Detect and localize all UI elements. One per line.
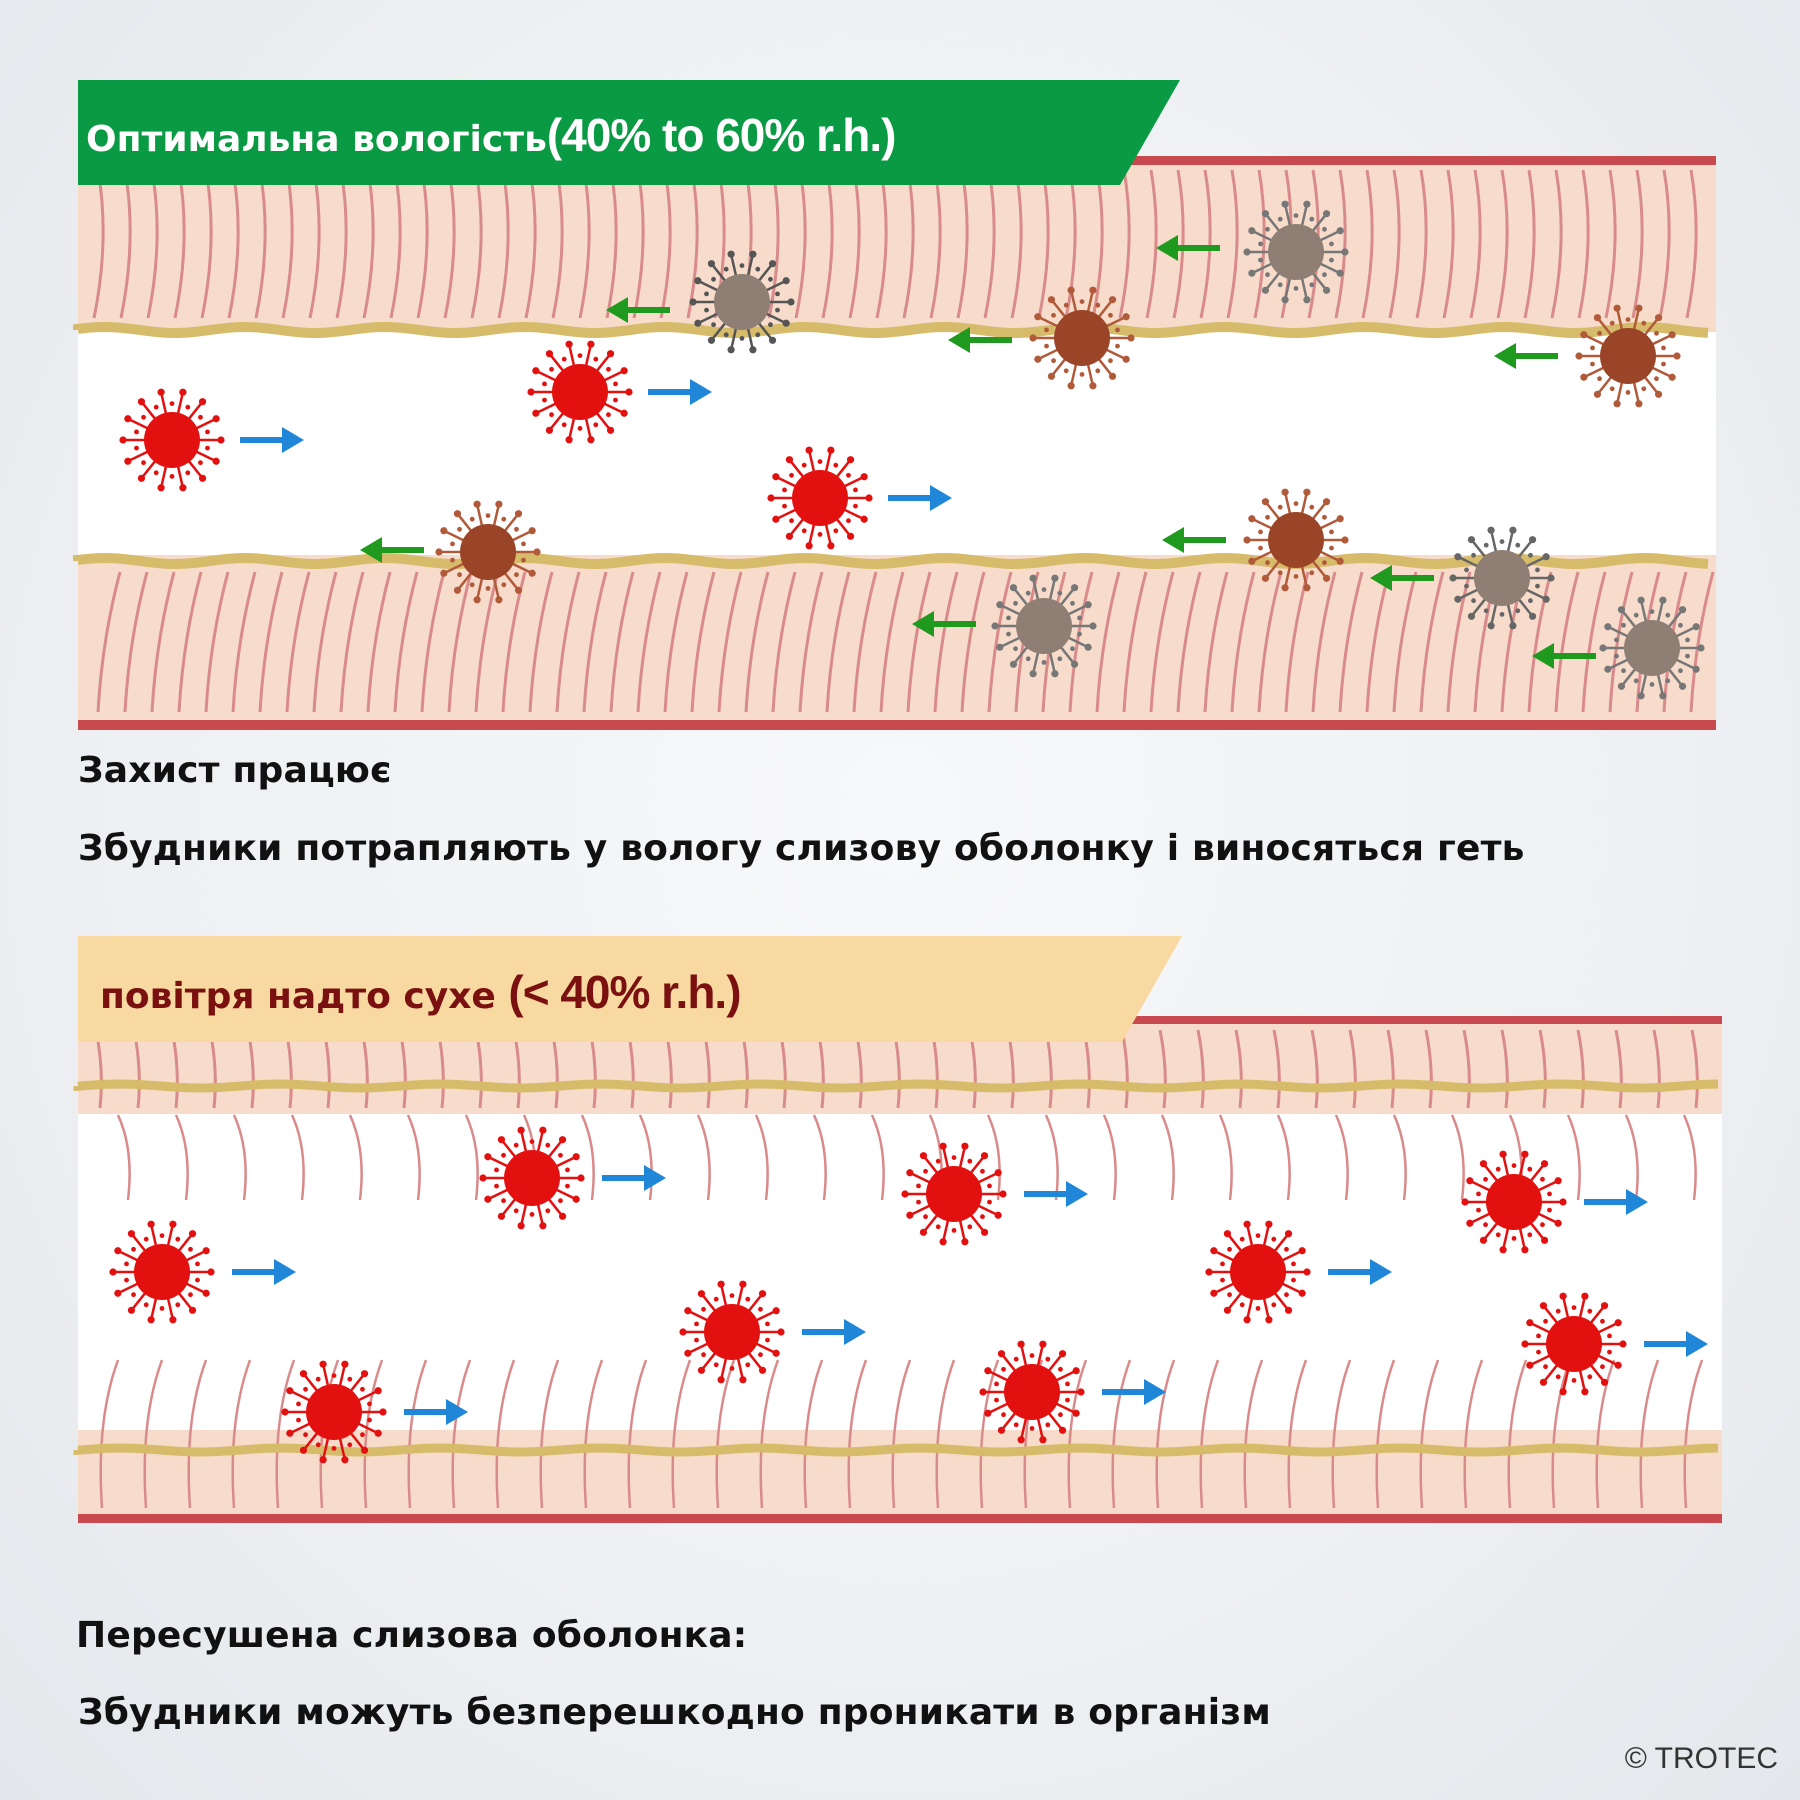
virus-icon xyxy=(527,340,633,444)
arrow-left-icon xyxy=(1370,565,1434,591)
virus-icon xyxy=(1029,286,1135,390)
virus-icon xyxy=(991,574,1097,678)
virus-icon xyxy=(767,446,873,550)
virus-icon xyxy=(281,1360,387,1464)
arrow-left-icon xyxy=(1532,643,1596,669)
upper-mucous-tissue xyxy=(78,156,1716,557)
humidity-banner xyxy=(78,80,1180,185)
arrow-left-icon xyxy=(606,297,670,323)
virus-icon xyxy=(1243,488,1349,592)
arrow-left-icon xyxy=(1162,527,1226,553)
mucus-layer xyxy=(73,321,1709,570)
arrow-left-icon xyxy=(1156,235,1220,261)
caption-dry-text: Збудники можуть безперешкодно проникати … xyxy=(78,1692,1272,1733)
arrow-right-icon xyxy=(1328,1259,1392,1285)
arrow-right-icon xyxy=(648,379,712,405)
banner-optimal-range: (40% to 60% r.h.) xyxy=(546,109,897,161)
arrow-left-icon xyxy=(912,611,976,637)
humidity-banner xyxy=(78,936,1182,1042)
copyright-text: © TROTEC xyxy=(1624,1742,1778,1775)
banner-dry-text: повітря надто сухе (< 40% r.h.) xyxy=(100,965,742,1019)
arrow-right-icon xyxy=(404,1399,468,1425)
arrow-right-icon xyxy=(1644,1331,1708,1357)
caption-optimal-text: Збудники потрапляють у вологу слизову об… xyxy=(78,828,1525,869)
virus-icon xyxy=(479,1126,585,1230)
virus-icon xyxy=(109,1220,215,1324)
arrow-right-icon xyxy=(1102,1379,1166,1405)
virus-icon xyxy=(901,1142,1007,1246)
virus-icon xyxy=(1461,1150,1567,1254)
virus-icon xyxy=(689,250,795,354)
virus-icon xyxy=(979,1340,1085,1444)
arrow-right-icon xyxy=(602,1165,666,1191)
caption-dry-title: Пересушена слизова оболонка: xyxy=(76,1615,748,1656)
virus-icon xyxy=(1205,1220,1311,1324)
arrow-right-icon xyxy=(232,1259,296,1285)
optimal-humidity-diagram xyxy=(73,80,1716,730)
virus-icon xyxy=(119,388,225,492)
arrow-left-icon xyxy=(1494,343,1558,369)
arrow-right-icon xyxy=(1024,1181,1088,1207)
dry-air-diagram xyxy=(73,936,1722,1523)
arrow-right-icon xyxy=(888,485,952,511)
banner-dry-label: повітря надто сухе xyxy=(100,976,496,1017)
arrow-right-icon xyxy=(240,427,304,453)
banner-optimal-text: Оптимальна вологість(40% to 60% r.h.) xyxy=(86,108,897,162)
arrow-left-icon xyxy=(360,537,424,563)
pathogens-group xyxy=(119,200,1705,700)
caption-optimal-title: Захист працює xyxy=(78,750,392,791)
virus-icon xyxy=(435,500,541,604)
virus-icon xyxy=(1575,304,1681,408)
virus-icon xyxy=(1243,200,1349,304)
virus-icon xyxy=(1449,526,1555,630)
lower-mucous-tissue xyxy=(78,555,1716,730)
virus-icon xyxy=(679,1280,785,1384)
banner-dry-range: (< 40% r.h.) xyxy=(508,966,741,1018)
pathogens-group xyxy=(109,1126,1708,1464)
arrow-left-icon xyxy=(948,327,1012,353)
banner-optimal-label: Оптимальна вологість xyxy=(86,119,547,160)
virus-icon xyxy=(1599,596,1705,700)
arrow-right-icon xyxy=(802,1319,866,1345)
arrow-right-icon xyxy=(1584,1189,1648,1215)
virus-icon xyxy=(1521,1292,1627,1396)
